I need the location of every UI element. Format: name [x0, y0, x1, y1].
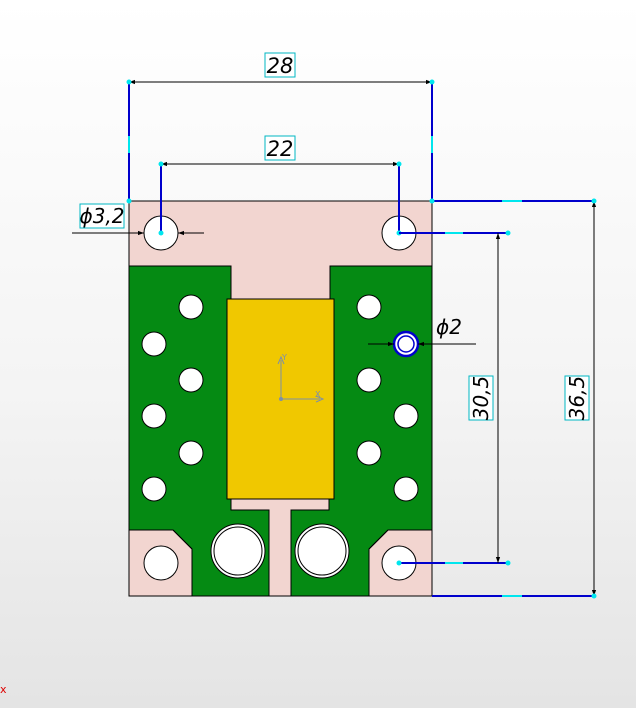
- via-holes: [141, 294, 419, 502]
- dimension-22-label: 22: [267, 137, 294, 161]
- dimension-30-5-label: 30,5: [469, 376, 493, 421]
- via-hole: [356, 367, 382, 393]
- axis-y-label: Y: [281, 353, 287, 362]
- large-pads: [210, 523, 350, 579]
- bottom-left-cut: [172, 529, 193, 550]
- large-pad-left: [210, 523, 266, 579]
- dimension-phi-3-2[interactable]: ϕ3,2: [72, 203, 204, 236]
- dimension-28-label: 28: [267, 54, 294, 78]
- via-hole: [356, 440, 382, 466]
- selected-hole[interactable]: [392, 330, 420, 358]
- dimension-28[interactable]: 28: [126, 52, 435, 204]
- via-hole: [141, 476, 167, 502]
- via-hole: [178, 367, 204, 393]
- via-hole: [178, 440, 204, 466]
- large-pad-left-inner: [213, 526, 263, 576]
- dimension-22[interactable]: 22: [158, 135, 402, 236]
- large-pad-right: [294, 523, 350, 579]
- via-hole: [141, 403, 167, 429]
- dimension-36-5-label: 36,5: [565, 376, 589, 421]
- axis-x-label: X: [315, 390, 321, 399]
- via-hole: [356, 294, 382, 320]
- dimension-30-5[interactable]: 30,5: [396, 230, 511, 566]
- via-hole: [393, 476, 419, 502]
- dimension-phi-2[interactable]: ϕ2: [368, 315, 476, 347]
- bottom-right-cut: [368, 529, 389, 550]
- mount-hole-bottom-left: [143, 545, 179, 581]
- via-hole: [141, 331, 167, 357]
- large-pad-right-inner: [297, 526, 347, 576]
- via-hole: [393, 403, 419, 429]
- dimension-phi-2-label: ϕ2: [436, 315, 462, 339]
- via-hole: [178, 294, 204, 320]
- dimension-36-5[interactable]: 36,5: [429, 198, 597, 599]
- coordinate-axes-icon: [277, 355, 325, 403]
- dimension-phi-3-2-label: ϕ3,2: [80, 204, 125, 228]
- pcb-board[interactable]: [128, 200, 433, 597]
- origin-marker: x: [0, 683, 7, 696]
